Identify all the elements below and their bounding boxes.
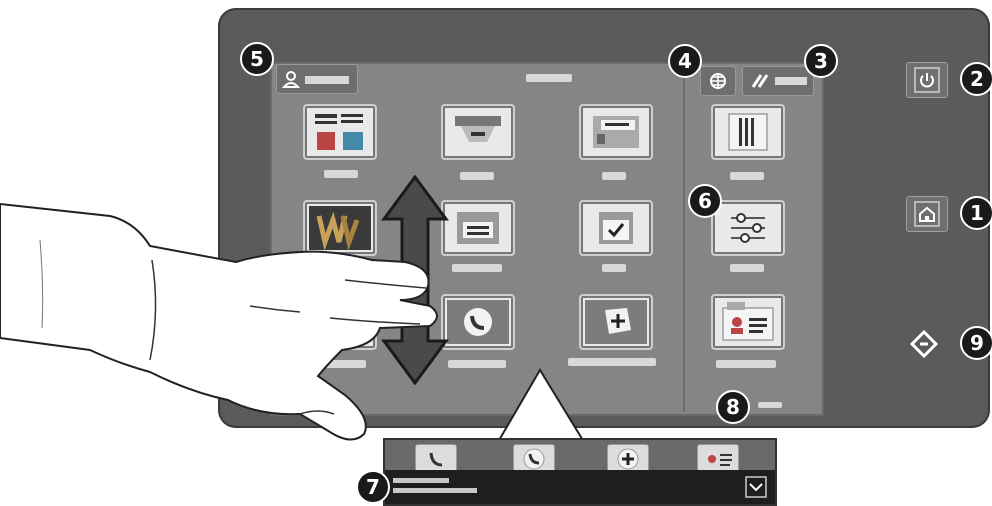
home-icon bbox=[907, 197, 947, 231]
callout-page-dots: 8 bbox=[716, 390, 750, 424]
home-button[interactable] bbox=[906, 196, 948, 232]
reset-button[interactable] bbox=[742, 66, 814, 96]
zoom-pointer bbox=[496, 368, 586, 444]
print-from-app-tile[interactable] bbox=[441, 294, 515, 350]
address-book-app-tile[interactable] bbox=[711, 294, 785, 350]
phone-icon bbox=[514, 445, 554, 473]
add-app-tile[interactable] bbox=[579, 294, 653, 350]
page-indicator bbox=[758, 402, 782, 408]
tile-label bbox=[730, 264, 764, 272]
copy-app-tile[interactable] bbox=[303, 104, 377, 160]
screen-title bbox=[526, 74, 572, 82]
hand-illustration bbox=[0, 200, 450, 450]
id-card-icon bbox=[698, 445, 738, 473]
tile-label bbox=[448, 360, 506, 368]
book-copy-icon bbox=[713, 106, 783, 158]
callout-nfc: 9 bbox=[960, 326, 992, 360]
globe-icon bbox=[701, 67, 735, 95]
power-icon bbox=[907, 63, 947, 97]
settings-sliders-icon bbox=[713, 202, 783, 254]
language-button[interactable] bbox=[700, 66, 736, 96]
jobs-app-tile[interactable] bbox=[579, 200, 653, 256]
scan-app-tile[interactable] bbox=[441, 104, 515, 160]
phone-icon bbox=[416, 445, 456, 473]
document-copy-icon bbox=[305, 106, 375, 158]
callout-apps: 6 bbox=[688, 184, 722, 218]
tile-label bbox=[568, 358, 656, 366]
plus-icon bbox=[581, 296, 651, 348]
callout-reset: 3 bbox=[804, 44, 838, 78]
plus-icon bbox=[608, 445, 648, 473]
id-card-icon bbox=[713, 296, 783, 348]
tile-label bbox=[602, 264, 626, 272]
scanner-icon bbox=[443, 106, 513, 158]
callout-home: 1 bbox=[960, 196, 992, 230]
tile-label bbox=[452, 264, 502, 272]
tile-label bbox=[716, 360, 776, 368]
callout-language: 4 bbox=[668, 44, 702, 78]
fax-app-tile[interactable] bbox=[579, 104, 653, 160]
chevron-down-icon[interactable] bbox=[745, 476, 767, 498]
screen-page-divider bbox=[683, 62, 685, 412]
device-app-tile[interactable] bbox=[711, 200, 785, 256]
id-card-copy-app-tile[interactable] bbox=[711, 104, 785, 160]
email-app-tile[interactable] bbox=[441, 200, 515, 256]
nfc-icon[interactable] bbox=[906, 326, 946, 360]
power-button[interactable] bbox=[906, 62, 948, 98]
fax-icon bbox=[581, 106, 651, 158]
login-button[interactable] bbox=[276, 64, 358, 94]
callout-login: 5 bbox=[240, 42, 274, 76]
tile-label bbox=[324, 170, 358, 178]
reset-icon bbox=[743, 67, 813, 95]
check-folder-icon bbox=[581, 202, 651, 254]
tile-label bbox=[602, 172, 626, 180]
email-icon bbox=[443, 202, 513, 254]
phone-icon bbox=[443, 296, 513, 348]
callout-power: 2 bbox=[960, 62, 992, 96]
callout-job-status: 7 bbox=[356, 470, 390, 504]
tile-label bbox=[730, 172, 764, 180]
job-status-tray[interactable] bbox=[383, 438, 777, 506]
user-icon bbox=[277, 65, 357, 93]
tile-label bbox=[460, 172, 494, 180]
job-status-bar[interactable] bbox=[385, 470, 775, 504]
